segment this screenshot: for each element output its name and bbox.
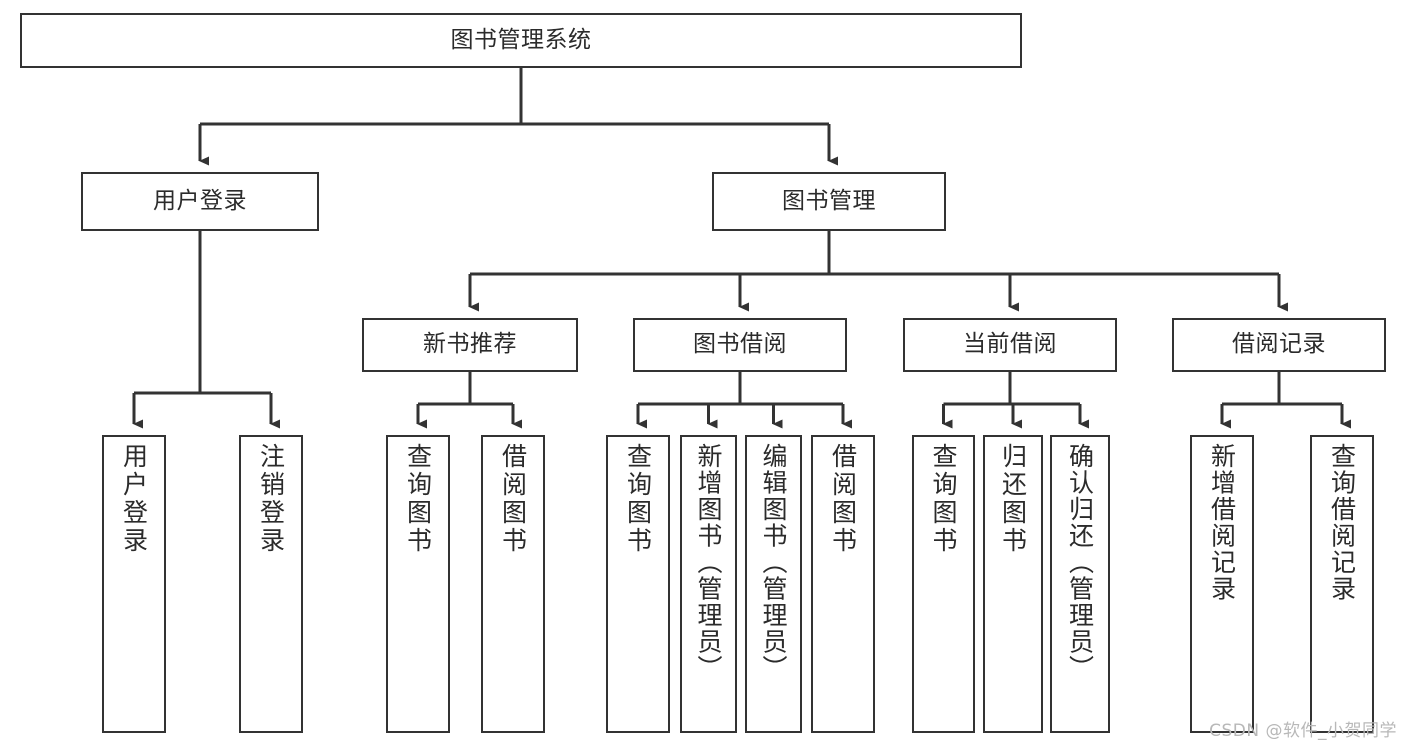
node-book-borrow[interactable]: 图书借阅 bbox=[633, 318, 847, 372]
csdn-watermark: CSDN @软件_小贺同学 bbox=[1209, 721, 1397, 741]
node-label-leaf-cb-query-book: 查询图书 bbox=[929, 443, 958, 555]
node-label-leaf-bb-borrow-book: 借阅图书 bbox=[828, 443, 858, 555]
node-label-current-borrow: 当前借阅 bbox=[963, 331, 1057, 358]
node-leaf-user-logout[interactable]: 注销登录 bbox=[239, 435, 303, 733]
node-current-borrow[interactable]: 当前借阅 bbox=[903, 318, 1117, 372]
node-leaf-cb-confirm-return[interactable]: 确认归还（管理员） bbox=[1050, 435, 1110, 733]
node-leaf-bb-query-book[interactable]: 查询图书 bbox=[606, 435, 670, 733]
node-leaf-nbr-borrow-book[interactable]: 借阅图书 bbox=[481, 435, 545, 733]
node-label-leaf-br-query-record: 查询借阅记录 bbox=[1327, 443, 1357, 602]
node-leaf-nbr-query-book[interactable]: 查询图书 bbox=[386, 435, 450, 733]
node-label-leaf-bb-add-book: 新增图书（管理员） bbox=[694, 443, 723, 682]
node-leaf-br-add-record[interactable]: 新增借阅记录 bbox=[1190, 435, 1254, 733]
node-leaf-br-query-record[interactable]: 查询借阅记录 bbox=[1310, 435, 1374, 733]
node-borrow-record[interactable]: 借阅记录 bbox=[1172, 318, 1386, 372]
node-label-leaf-nbr-query-book: 查询图书 bbox=[403, 443, 433, 555]
node-leaf-bb-add-book[interactable]: 新增图书（管理员） bbox=[680, 435, 737, 733]
node-label-leaf-br-add-record: 新增借阅记录 bbox=[1207, 443, 1237, 602]
node-label-leaf-bb-query-book: 查询图书 bbox=[623, 443, 653, 555]
node-user-login[interactable]: 用户登录 bbox=[81, 172, 319, 231]
node-label-leaf-user-logout: 注销登录 bbox=[256, 443, 286, 555]
node-label-borrow-record: 借阅记录 bbox=[1232, 331, 1326, 358]
node-label-leaf-cb-return-book: 归还图书 bbox=[998, 443, 1028, 555]
node-label-leaf-bb-edit-book: 编辑图书（管理员） bbox=[759, 443, 788, 682]
node-leaf-bb-borrow-book[interactable]: 借阅图书 bbox=[811, 435, 875, 733]
node-label-leaf-cb-confirm-return: 确认归还（管理员） bbox=[1065, 443, 1095, 682]
node-new-book-recommend[interactable]: 新书推荐 bbox=[362, 318, 578, 372]
node-label-book-manage: 图书管理 bbox=[782, 187, 876, 214]
node-label-leaf-nbr-borrow-book: 借阅图书 bbox=[498, 443, 528, 555]
node-label-user-login: 用户登录 bbox=[153, 187, 247, 214]
node-leaf-user-login[interactable]: 用户登录 bbox=[102, 435, 166, 733]
node-label-new-book-recommend: 新书推荐 bbox=[423, 331, 517, 358]
node-leaf-cb-return-book[interactable]: 归还图书 bbox=[983, 435, 1043, 733]
node-label-leaf-user-login: 用户登录 bbox=[119, 443, 149, 555]
node-leaf-cb-query-book[interactable]: 查询图书 bbox=[912, 435, 975, 733]
node-label-root: 图书管理系统 bbox=[450, 26, 592, 53]
node-book-manage[interactable]: 图书管理 bbox=[712, 172, 946, 231]
node-label-book-borrow: 图书借阅 bbox=[693, 331, 787, 358]
node-root[interactable]: 图书管理系统 bbox=[20, 13, 1022, 68]
node-leaf-bb-edit-book[interactable]: 编辑图书（管理员） bbox=[745, 435, 802, 733]
